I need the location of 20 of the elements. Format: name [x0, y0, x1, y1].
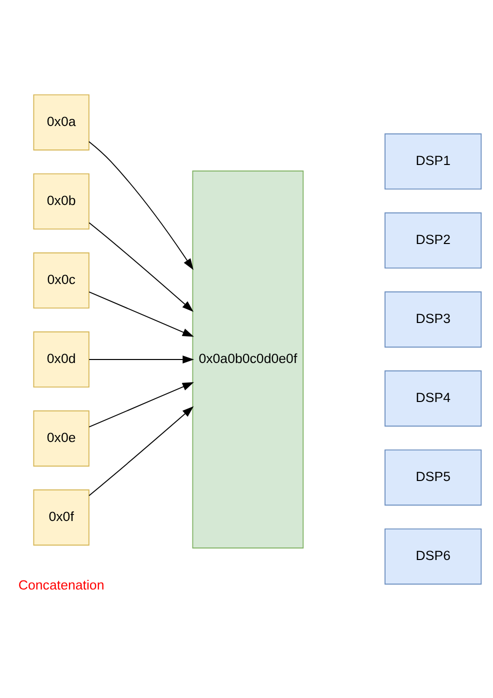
arrow: [88, 382, 194, 428]
node-box: DSP1: [384, 133, 482, 190]
arrow: [88, 406, 194, 496]
node-box: 0x0e: [33, 410, 90, 467]
node-box: DSP4: [384, 370, 482, 427]
arrow: [88, 355, 194, 364]
node-box: 0x0d: [33, 331, 90, 388]
node-box: DSP5: [384, 449, 482, 506]
node-box: 0x0a: [33, 94, 90, 150]
arrow: [88, 222, 194, 312]
node-box: DSP2: [384, 212, 482, 269]
node-box: 0x0f: [33, 489, 90, 546]
label: Concatenation: [18, 578, 104, 593]
node-box: 0x0b: [33, 173, 90, 230]
node-box: 0x0a0b0c0d0e0f: [192, 170, 304, 548]
arrow: [88, 291, 194, 337]
node-box: 0x0c: [33, 252, 90, 309]
arrow: [88, 141, 194, 270]
node-box: DSP6: [384, 528, 482, 585]
node-box: DSP3: [384, 291, 482, 348]
